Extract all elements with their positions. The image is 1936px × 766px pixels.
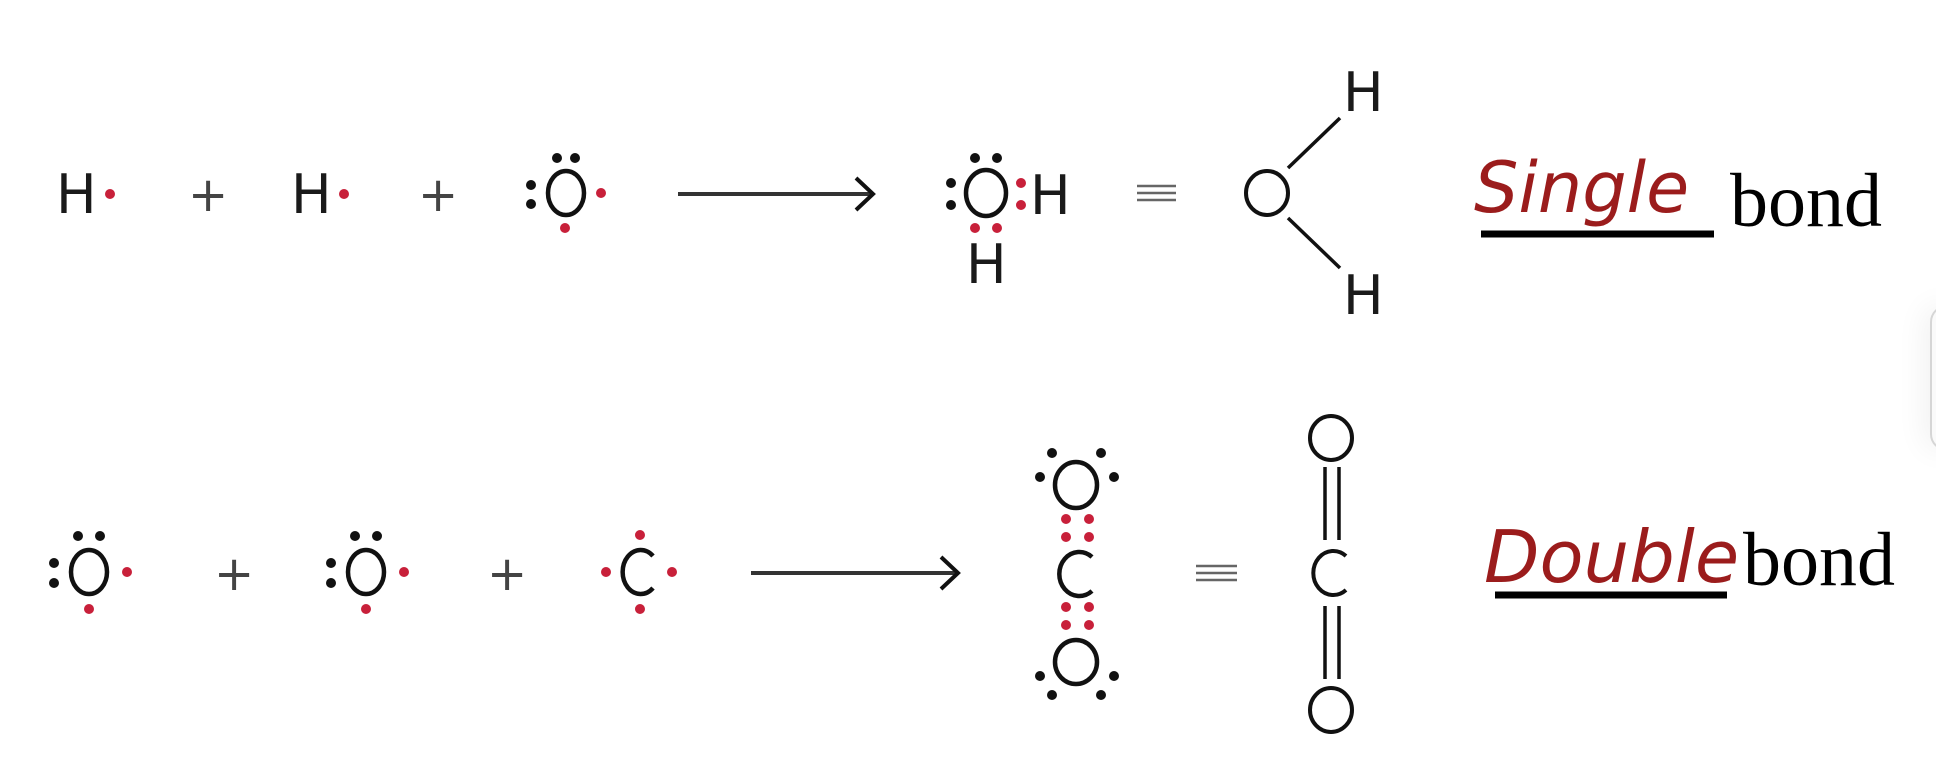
- reaction-arrow: [678, 176, 876, 212]
- plus-sign: +: [487, 546, 527, 602]
- reactant-hydrogen-2: H: [291, 163, 349, 226]
- atom-symbol: H: [1343, 264, 1384, 327]
- reaction-arrow: [751, 555, 961, 591]
- valence-electron-dot: [105, 189, 115, 199]
- answer-double-bond: Double bond: [1484, 515, 1895, 602]
- answer-single-bond: Single bond: [1474, 147, 1882, 243]
- equivalence-sign: [1196, 564, 1237, 582]
- reactant-oxygen: [526, 153, 606, 233]
- structural-formula-co2: [1308, 414, 1354, 734]
- handwritten-answer: Double: [1484, 515, 1739, 599]
- reactant-oxygen-1: [49, 531, 132, 614]
- reaction-water: H + H +: [56, 61, 1882, 327]
- atom-symbol: H: [1343, 61, 1384, 124]
- reactant-oxygen-2: [326, 531, 409, 614]
- bond-label: bond: [1743, 518, 1895, 602]
- atom-symbol: H: [1030, 164, 1071, 227]
- reaction-carbon-dioxide: + +: [49, 414, 1895, 734]
- bond-label: bond: [1730, 159, 1882, 243]
- plus-sign: +: [188, 167, 228, 223]
- handwritten-answer: Single: [1474, 147, 1689, 229]
- equivalence-sign: [1137, 184, 1176, 202]
- plus-sign: +: [214, 546, 254, 602]
- product-lewis-water: H H: [946, 153, 1071, 296]
- valence-electron-dot: [339, 189, 349, 199]
- side-panel-handle[interactable]: [1930, 305, 1936, 451]
- product-lewis-co2: [1035, 448, 1119, 700]
- plus-sign: +: [418, 167, 458, 223]
- atom-symbol: H: [56, 163, 97, 226]
- reactant-carbon: [601, 530, 677, 614]
- atom-symbol: H: [291, 163, 332, 226]
- structural-formula-water: H H: [1244, 61, 1384, 327]
- reactant-hydrogen-1: H: [56, 163, 115, 226]
- atom-symbol: H: [966, 233, 1007, 296]
